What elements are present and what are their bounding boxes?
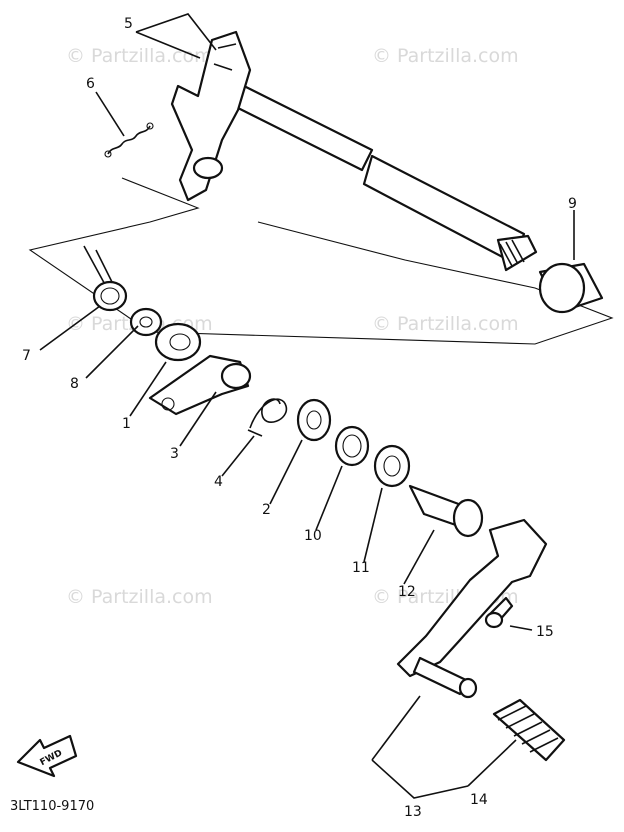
callout-5: 5 [124,16,133,32]
washer-part-2 [296,398,332,442]
sleeve-part-12 [408,484,484,538]
callout-15: 15 [536,624,554,640]
callout-7: 7 [22,348,31,364]
watermark-text: © Partzilla.com [372,313,519,335]
callout-3: 3 [170,446,179,462]
watermark-text: © Partzilla.com [372,45,519,67]
callout-10: 10 [304,528,322,544]
bearing-part-10 [334,425,370,467]
shift-arm-assembly [170,30,252,202]
spring-part-6 [104,122,154,158]
lever-part-3 [148,354,252,416]
callout-11: 11 [352,560,370,576]
leader-lines [39,13,575,799]
shift-pedal-part-13 [396,518,548,699]
callout-4: 4 [214,474,223,490]
spring-part-4 [247,398,287,437]
callout-8: 8 [70,376,79,392]
assembly-outline [28,177,614,345]
washer-part-8 [129,307,163,337]
diagram-code: 3LT110-9170 [10,799,94,814]
callout-labels: 5 6 9 7 8 1 3 4 2 10 11 12 15 13 14 [22,16,577,820]
forward-arrow-icon: FWD [16,734,78,778]
callout-14: 14 [470,792,488,808]
collar-part-9 [538,262,604,314]
callout-1: 1 [122,416,131,432]
callout-13: 13 [404,804,422,820]
callout-9: 9 [568,196,577,212]
bolt-part-15 [484,596,514,629]
callout-6: 6 [86,76,95,92]
washer-part-11 [373,444,411,488]
shift-shaft [224,80,538,272]
watermark-text: © Partzilla.com [66,586,213,608]
torsion-spring-part-7 [83,245,128,312]
rubber-part-14 [492,698,566,762]
callout-12: 12 [398,584,416,600]
washer-part-1 [154,322,202,362]
watermark-text: © Partzilla.com [66,45,213,67]
callout-2: 2 [262,502,271,518]
